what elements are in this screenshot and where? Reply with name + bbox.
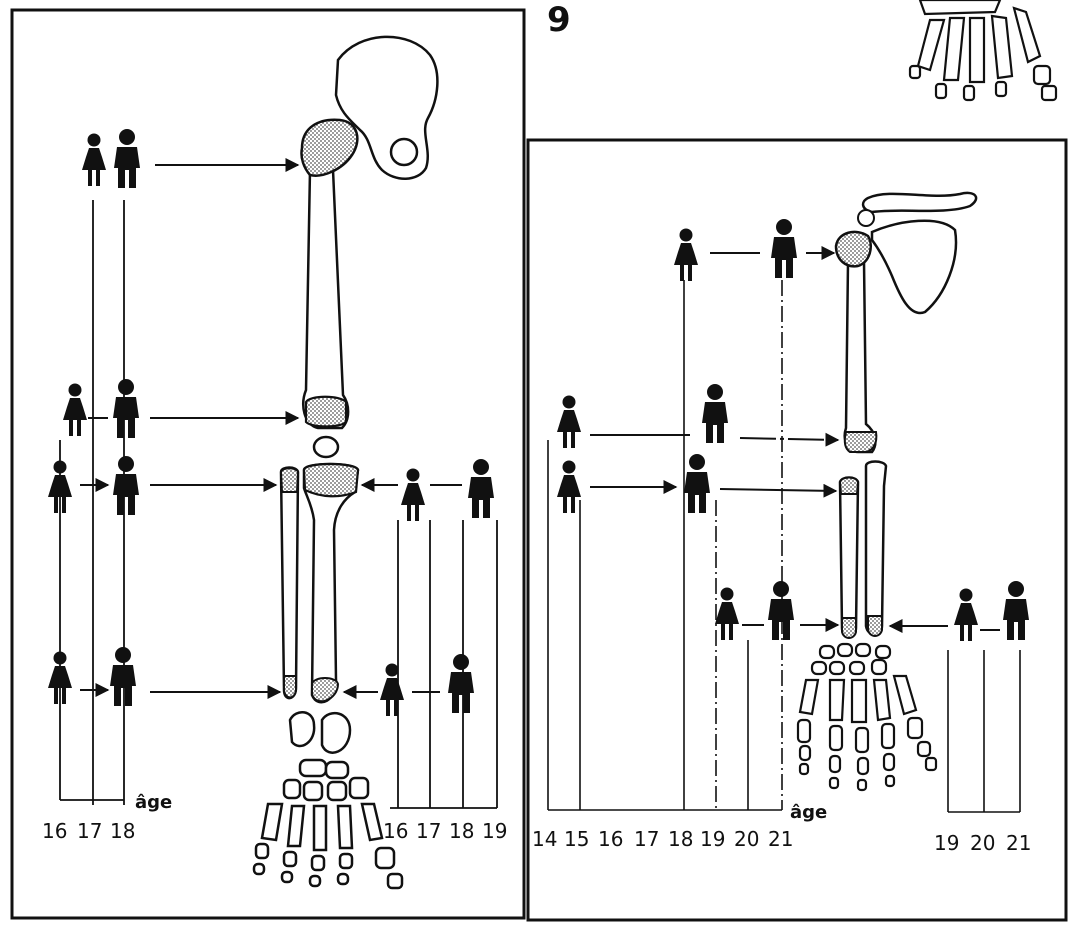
age-tick: 20 — [734, 827, 759, 851]
female-figure — [557, 461, 581, 514]
male-figure — [448, 654, 474, 713]
obturator-foramen — [391, 139, 417, 165]
proximal-tibia-epiphysis — [304, 464, 358, 496]
age-tick: 14 — [532, 827, 557, 851]
female-figure — [82, 134, 106, 187]
radius-bone — [840, 478, 858, 637]
age-tick: 16 — [42, 819, 67, 843]
distal-tibia-epiphysis — [312, 678, 338, 701]
right-arrows — [590, 253, 1000, 630]
male-figure — [768, 581, 794, 640]
male-figure — [113, 456, 139, 515]
coracoid-process — [858, 210, 874, 226]
humerus-shaft — [845, 262, 876, 452]
sex-figures-right — [557, 219, 1029, 641]
distal-humerus-epiphysis — [845, 432, 877, 452]
age-tick: 18 — [449, 819, 474, 843]
male-figure — [684, 454, 710, 513]
female-figure — [380, 664, 404, 717]
tibia-bone — [304, 464, 358, 702]
age-tick: 15 — [564, 827, 589, 851]
clavicle — [863, 193, 976, 212]
femur-shaft — [303, 170, 348, 428]
age-tick: 17 — [416, 819, 441, 843]
left-arrows — [80, 165, 462, 692]
right-age-label: âge — [790, 802, 827, 823]
figure-number: 9 — [547, 0, 571, 40]
age-tick: 21 — [768, 827, 793, 851]
humeral-head-epiphysis — [836, 232, 871, 266]
male-figure — [114, 129, 140, 188]
left-age-label: âge — [135, 792, 172, 813]
age-tick: 19 — [700, 827, 725, 851]
male-figure — [702, 384, 728, 443]
female-figure — [63, 384, 87, 437]
partial-hand-fragment — [910, 0, 1056, 100]
proximal-fibula-epiphysis — [281, 468, 298, 492]
distal-fibula-epiphysis — [284, 676, 296, 698]
foot-bones — [254, 712, 402, 888]
age-tick: 16 — [598, 827, 623, 851]
patella — [314, 437, 338, 457]
femoral-head-epiphysis — [301, 120, 357, 176]
female-figure — [715, 588, 739, 641]
distal-ulna-epiphysis — [868, 616, 882, 636]
male-figure — [771, 219, 797, 278]
ulna-bone — [866, 462, 886, 635]
age-tick: 16 — [383, 819, 408, 843]
age-tick: 20 — [970, 831, 995, 855]
distal-femur-epiphysis — [306, 397, 346, 427]
hand-bones — [798, 644, 936, 790]
left-timelines — [60, 200, 497, 808]
male-figure — [110, 647, 136, 706]
age-tick: 19 — [934, 831, 959, 855]
left-panel-frame — [12, 10, 524, 918]
left-panel: âge 16 17 18 16 17 18 19 — [12, 10, 524, 918]
female-figure — [557, 396, 581, 449]
male-figure — [468, 459, 494, 518]
sex-figures-left — [48, 129, 494, 716]
male-figure — [113, 379, 139, 438]
fibula-bone — [281, 468, 298, 699]
age-tick: 19 — [482, 819, 507, 843]
age-tick: 17 — [77, 819, 102, 843]
male-figure — [1003, 581, 1029, 640]
age-tick: 17 — [634, 827, 659, 851]
age-tick: 18 — [110, 819, 135, 843]
proximal-radius-epiphysis — [840, 478, 858, 495]
age-tick: 18 — [668, 827, 693, 851]
right-timelines — [548, 280, 1020, 812]
right-age-ticks: 14 15 16 17 18 19 20 21 19 20 21 — [532, 827, 1031, 855]
age-tick: 21 — [1006, 831, 1031, 855]
distal-radius-epiphysis — [842, 618, 856, 638]
female-figure — [674, 229, 698, 282]
scapula — [872, 221, 956, 313]
right-panel: âge 14 15 16 17 18 19 20 21 19 20 21 — [528, 140, 1066, 920]
female-figure — [954, 589, 978, 642]
female-figure — [401, 469, 425, 522]
